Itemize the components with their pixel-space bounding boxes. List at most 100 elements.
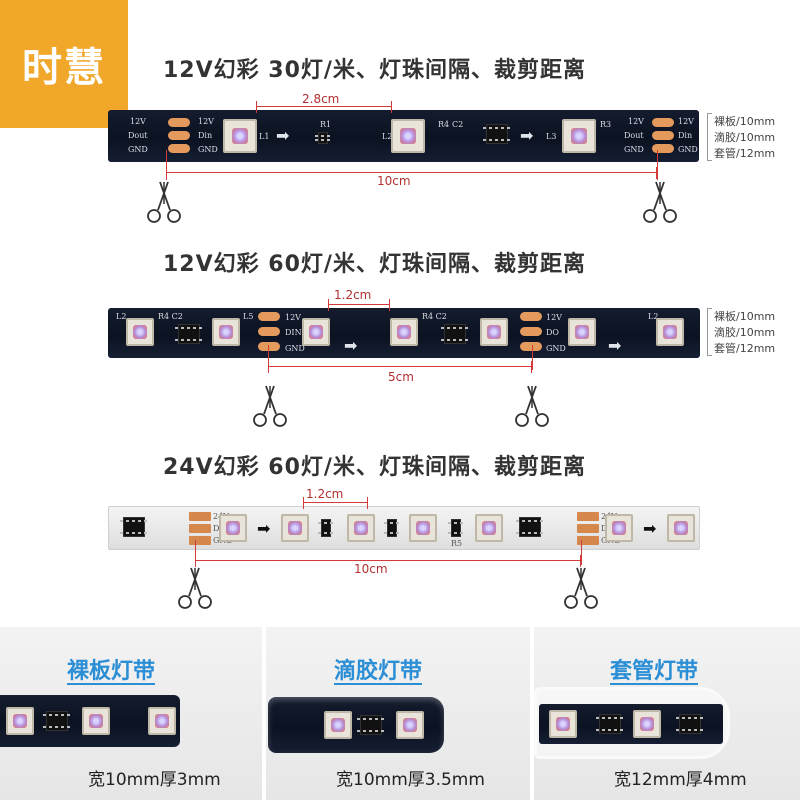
led-pitch-measure — [256, 101, 392, 113]
solder-pad — [577, 512, 599, 521]
cut-distance-measure — [195, 555, 581, 567]
strip-24v-60led: 24V D GND ➡ R5 24V D GND ➡ — [108, 506, 700, 550]
solder-pad — [577, 536, 599, 545]
panel-dimensions: 宽10mm厚3mm — [88, 770, 221, 790]
panel-dimensions: 宽10mm厚3.5mm — [336, 770, 485, 790]
solder-pad — [520, 327, 542, 336]
cut-distance-measure — [166, 167, 657, 179]
panel-sleeve-strip: 套管灯带 宽12mm厚4mm — [534, 627, 800, 800]
ic-chip — [357, 715, 385, 735]
brand-logo: 时慧 — [0, 0, 128, 128]
ic-chip — [676, 714, 704, 734]
led-chip — [126, 318, 154, 346]
led-chip — [480, 318, 508, 346]
cut-distance-measure — [268, 361, 532, 373]
arrow-right-icon: ➡ — [257, 519, 271, 538]
ic-chip — [175, 324, 203, 344]
strip-12v-30led: 12V Dout GND 12V Din GND L1 ➡ R1 L2 R4 C… — [108, 110, 699, 162]
led-chip — [605, 514, 633, 542]
cut-distance-label: 10cm — [354, 562, 388, 576]
cut-distance-label: 5cm — [388, 370, 414, 384]
led-pitch-label: 1.2cm — [306, 487, 344, 501]
led-pitch-label: 1.2cm — [334, 288, 372, 302]
led-chip — [475, 514, 503, 542]
scissors-icon — [643, 181, 677, 223]
ic-chip — [596, 714, 624, 734]
solder-pad — [168, 118, 190, 127]
led-pitch-measure — [303, 497, 368, 509]
solder-pad — [168, 131, 190, 140]
solder-pad — [652, 118, 674, 127]
solder-pad — [652, 144, 674, 153]
led-pitch-label: 2.8cm — [302, 92, 340, 106]
solder-pad — [168, 144, 190, 153]
led-chip — [148, 707, 176, 735]
led-chip — [223, 119, 257, 153]
panel-title: 套管灯带 — [610, 659, 699, 684]
arrow-right-icon: ➡ — [643, 519, 657, 538]
brand-label: 时慧 — [22, 45, 106, 91]
section-1-title: 12V幻彩 30灯/米、灯珠间隔、裁剪距离 — [163, 58, 586, 83]
led-chip — [396, 711, 424, 739]
led-chip — [281, 514, 309, 542]
epoxy-strip-photo — [268, 697, 444, 753]
ic-chip — [43, 711, 71, 731]
led-chip — [347, 514, 375, 542]
solder-pad — [520, 342, 542, 351]
led-chip — [391, 119, 425, 153]
scissors-icon — [147, 181, 181, 223]
section-3-title: 24V幻彩 60灯/米、灯珠间隔、裁剪距离 — [163, 455, 586, 480]
solder-pad — [652, 131, 674, 140]
solder-pad — [577, 524, 599, 533]
solder-pad — [189, 524, 211, 533]
solder-pad — [258, 312, 280, 321]
arrow-right-icon: ➡ — [276, 126, 290, 145]
solder-pad — [189, 536, 211, 545]
panel-dimensions: 宽12mm厚4mm — [614, 770, 747, 790]
led-chip — [409, 514, 437, 542]
scissors-icon — [515, 385, 549, 427]
strip-12v-60led: L2 R4 C2 L5 12V DIN GND ➡ R4 C2 12V DO G… — [108, 308, 700, 358]
solder-pad — [258, 327, 280, 336]
panel-title: 滴胶灯带 — [334, 659, 423, 684]
led-chip — [568, 318, 596, 346]
arrow-right-icon: ➡ — [520, 126, 534, 145]
spec-list-2: 裸板/10mm 滴胶/10mm 套管/12mm — [714, 310, 776, 355]
spec-list-1: 裸板/10mm 滴胶/10mm 套管/12mm — [714, 115, 776, 160]
led-chip — [562, 119, 596, 153]
led-chip — [219, 514, 247, 542]
section-2-title: 12V幻彩 60灯/米、灯珠间隔、裁剪距离 — [163, 252, 586, 277]
resistor — [318, 519, 334, 537]
solder-pad — [520, 312, 542, 321]
led-chip — [212, 318, 240, 346]
ic-chip — [516, 517, 544, 537]
led-chip — [633, 710, 661, 738]
scissors-icon — [253, 385, 287, 427]
led-chip — [6, 707, 34, 735]
ic-chip — [120, 517, 148, 537]
arrow-right-icon: ➡ — [344, 336, 358, 355]
led-chip — [324, 711, 352, 739]
panel-epoxy-strip: 滴胶灯带 宽10mm厚3.5mm — [266, 627, 530, 800]
arrow-right-icon: ➡ — [608, 336, 622, 355]
ic-chip — [441, 324, 469, 344]
led-chip — [656, 318, 684, 346]
scissors-icon — [564, 567, 598, 609]
led-chip — [302, 318, 330, 346]
scissors-icon — [178, 567, 212, 609]
ic-chip — [483, 124, 511, 144]
solder-pad — [189, 512, 211, 521]
sleeve-strip-photo — [539, 704, 723, 744]
led-chip — [549, 710, 577, 738]
resistor — [315, 132, 331, 144]
bare-strip-photo — [0, 695, 180, 747]
resistor — [448, 519, 464, 537]
led-chip — [82, 707, 110, 735]
cut-distance-label: 10cm — [377, 174, 411, 188]
panel-bare-strip: 裸板灯带 宽10mm厚3mm — [0, 627, 262, 800]
led-chip — [390, 318, 418, 346]
silicone-sleeve — [534, 687, 730, 759]
led-pitch-measure — [328, 299, 390, 311]
solder-pad — [258, 342, 280, 351]
panel-title: 裸板灯带 — [67, 659, 156, 684]
